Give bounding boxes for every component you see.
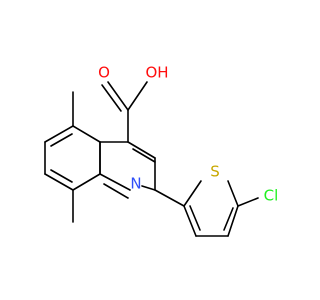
bond-layer xyxy=(44,81,259,237)
bond-c4a-c5 xyxy=(72,125,101,143)
bond-c8-c8a xyxy=(72,173,101,191)
bond-thiophene-c5-s xyxy=(227,180,239,207)
bond-n-c8a xyxy=(99,173,131,191)
atom-label-hydroxyl: OH xyxy=(145,64,168,82)
bond-n-c8a-inner xyxy=(103,183,129,199)
bond-c4-c3-inner xyxy=(132,148,156,163)
bond-carboxyl-c-o-double-2 xyxy=(101,84,122,112)
bond-thiophene-c4-c5 xyxy=(227,205,239,237)
atom-label-carbonyl-oxygen: O xyxy=(98,64,110,82)
bond-c5-c6 xyxy=(44,125,74,143)
bond-c2-n xyxy=(141,185,156,191)
bond-carboxyl-c-oh xyxy=(127,81,148,111)
bond-thiophene-c2-c3 xyxy=(183,205,197,237)
bond-c2-thiophene xyxy=(154,189,185,207)
atom-label-nitrogen: N xyxy=(130,175,141,193)
atom-label-chlorine: Cl xyxy=(264,187,279,205)
bond-c7-c8 xyxy=(44,173,74,191)
atom-label-sulfur: S xyxy=(210,163,220,181)
bond-c4-c3 xyxy=(127,141,156,159)
bond-thiophene-c2-s xyxy=(183,180,202,207)
bond-c5-c6-inner xyxy=(50,133,73,147)
atom-label-layer: O OH N S Cl xyxy=(98,64,278,205)
bond-thiophene-c5-cl xyxy=(237,197,259,207)
bond-thiophene-c2-c3-inner xyxy=(189,205,201,231)
chemical-structure-diagram: O OH N S Cl xyxy=(44,64,278,237)
bond-c7-c8-inner xyxy=(50,169,73,183)
molecule-canvas: O OH N S Cl xyxy=(44,63,279,237)
bond-thiophene-c4-c5-inner xyxy=(223,207,234,231)
bond-carboxyl-c-o-double-1 xyxy=(107,81,129,111)
